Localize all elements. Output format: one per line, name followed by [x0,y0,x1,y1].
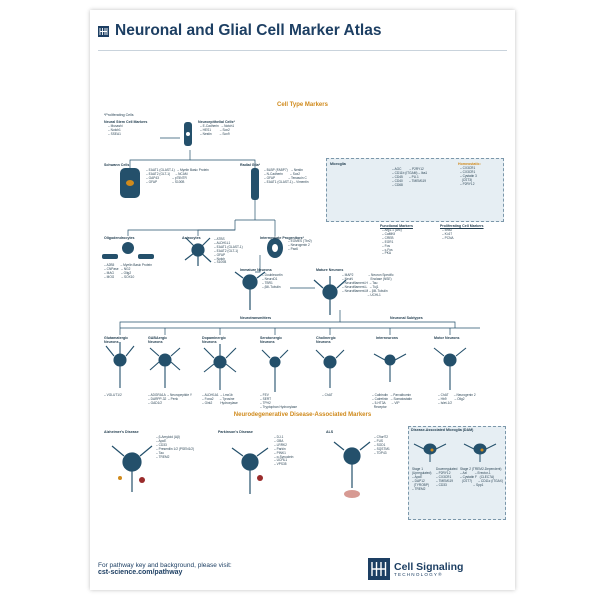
dam-panel [408,426,506,520]
disease-1-markers: – DJ-1 – GBA – LRRK2 – Parkin – PINK1 – … [274,435,294,467]
astro-label: Astrocytes [182,236,201,240]
disease-0-markers: – β-Amyloid (Aβ) – ApoE – CD33 – Preseni… [156,435,195,459]
poster: Neuronal and Glial Cell Marker Atlas Cel… [90,10,515,590]
astrocyte-icon [184,237,212,266]
neurotransmitters-label: Neurotransmitters [240,316,272,320]
microglia-label: Microglia [330,162,346,166]
disease-1-label: Parkinson's Disease [218,430,253,434]
prolif-label: Proliferating Cell Markers [440,224,484,228]
mature-markers: – MAP2 – Neuron Specific – NeuN Enolase … [342,273,394,297]
brand-sub: TECHNOLOGY® [394,571,443,577]
neuron-4-markers: – ChAT [322,393,333,397]
immature-markers: – Doublecortin – NeuroD1 – TBR1 – βIII-T… [262,273,283,289]
neuron-3-label: Serotonergic Neurons [260,336,283,345]
neuron-3-markers: – FEV – SERT – TPH2 – Tryptophan Hydroxy… [260,393,298,409]
gabaergic-neuron-icon [149,347,181,388]
footer-line: For pathway key and background, please v… [98,562,232,569]
footer: For pathway key and background, please v… [98,562,232,576]
oligodendrocyte-icon [102,242,154,259]
radial-label: Radial Glia* [240,163,260,167]
neuron-5-label: Interneurons [376,336,398,340]
neuron-1-label: GABAergic Neurons [148,336,168,345]
section-cell-type: Cell Type Markers [277,102,328,108]
alzheimers-neuron-icon [111,445,153,492]
cst-brand-icon [368,558,390,580]
parkinsons-neuron-icon [231,447,269,494]
glutamatergic-neuron-icon [105,342,135,388]
neuroepi-markers: – E-Cadherin – Notch1 – HES1 – Sox2 – Ne… [200,124,235,136]
intermediate-progenitor-icon [267,238,283,258]
homeostatic-markers: – CX3CR1 – CX3CR1 – Cystatin 3 (CST3) – … [460,166,477,186]
immature-neuron-icon [234,271,266,310]
title-text: Neuronal and Glial Cell Marker Atlas [115,22,382,39]
radial-markers: – BLBP (FABP7) – Nestin – N-Cadherin – S… [264,168,309,184]
mature-neuron-icon [313,276,347,315]
schwann-cell-icon [120,168,140,198]
schwann-label: Schwann Cells [104,163,130,167]
mature-label: Mature Neurons [316,268,344,272]
neuron-1-markers: – ADGRA1A – Neuropeptide Y – DARPP-32 – … [148,393,193,405]
astro-markers: – ATBS – ALDH1L1 – EAAT1 (GLAST-1) – EAA… [214,237,243,265]
functional-markers: – Arg1.1 (Arc) – CaMKII – CREB – EGR1 – … [382,228,402,256]
immature-label: Immature Neurons [240,268,272,272]
inter-prog-label: Intermediate Progenitors* [260,236,304,240]
brand: Cell Signaling TECHNOLOGY® [368,558,463,580]
lineage-diagram [102,122,480,498]
motor-neuron-icon [433,347,467,390]
microglia-panel [326,158,504,222]
cholinergic-neuron-icon [315,349,345,388]
footer-url[interactable]: cst-science.com/pathway [98,569,183,576]
inter-prog-markers: – EOMES (Tbr2) – Neurogenin 2 – Pax6 [288,239,312,251]
title-rule [98,50,507,51]
oligo-markers: – A2B5 – Myelin Basic Protein – CNPase –… [104,263,153,279]
oligo-label: Oligodendrocytes [104,236,135,240]
cst-logo-icon [98,25,109,37]
schwann-markers: – EAAT1 (GLAST-1) – Myelin Basic Protein… [146,168,209,184]
brand-name: Cell Signaling [394,560,464,573]
disease-2-markers: – C9orf72 – FUS – SOD1 – SQSTM1 – TDP43 [374,435,390,455]
als-neuron-icon [333,441,371,498]
nsc-label: Neural Stem Cell Markers [104,120,148,124]
dam-stage1: Stage 1 (Upregulated) – ApoE – DAP12 (TY… [412,467,432,491]
neuron-2-markers: – ALDH1A1 – Lmx1b – Foxa2 – Tyrosine – G… [202,393,238,405]
dam-microglia-icons [413,443,497,462]
disease-0-label: Alzheimer's Disease [104,430,139,434]
neuron-6-label: Motor Neurons [434,336,460,340]
functional-label: Functional Markers [380,224,413,228]
subtypes-label: Neuronal Subtypes [390,316,423,320]
section-disease: Neurodegenerative Disease-Associated Mar… [233,412,372,418]
serotonergic-neuron-icon [261,349,289,392]
neuron-5-markers: – Calbindin – Parvalbumin – Calretinin –… [372,393,413,409]
proliferating-note: *Proliferating Cells [104,113,134,117]
poster-title: Neuronal and Glial Cell Marker Atlas [98,22,381,40]
neuron-0-label: Glutamatergic Neurons [104,336,129,345]
neuroepi-label: Neuroepithelial Cells* [198,120,235,124]
disease-2-label: ALS [326,430,334,434]
dam-down: Downregulated – P2RY12 – CX3CR1 – TMEM11… [436,467,458,487]
radial-glia-icon [251,168,259,200]
neuron-0-markers: – VGLUT1/2 [104,393,122,397]
homeostatic-label: Homeostatic: [458,162,481,166]
prolif-markers: – BrdU – Ki-67 – PCNA [442,228,454,240]
dopaminergic-neuron-icon [203,344,237,390]
dam-stage2: Stage 2 (TREM2-Dependent) – Axl – Erecto… [460,467,503,487]
microglia-markers: – AGC – P2RY12 – CD11b (ITGAM) – Iba1 – … [392,167,428,187]
neuron-6-markers: – ChAT – Neurogenin 2 – Hb9 – Olig2 – Is… [438,393,476,405]
interneuron-icon [373,353,407,382]
neuron-4-label: Cholinergic Neurons [316,336,336,345]
nsc-markers: – Musashi – Notch1 – SSEA1 [108,124,123,136]
dam-title: Disease-Associated Microglia (DAM) [411,428,474,432]
neuron-2-label: Dopaminergic Neurons [202,336,226,345]
